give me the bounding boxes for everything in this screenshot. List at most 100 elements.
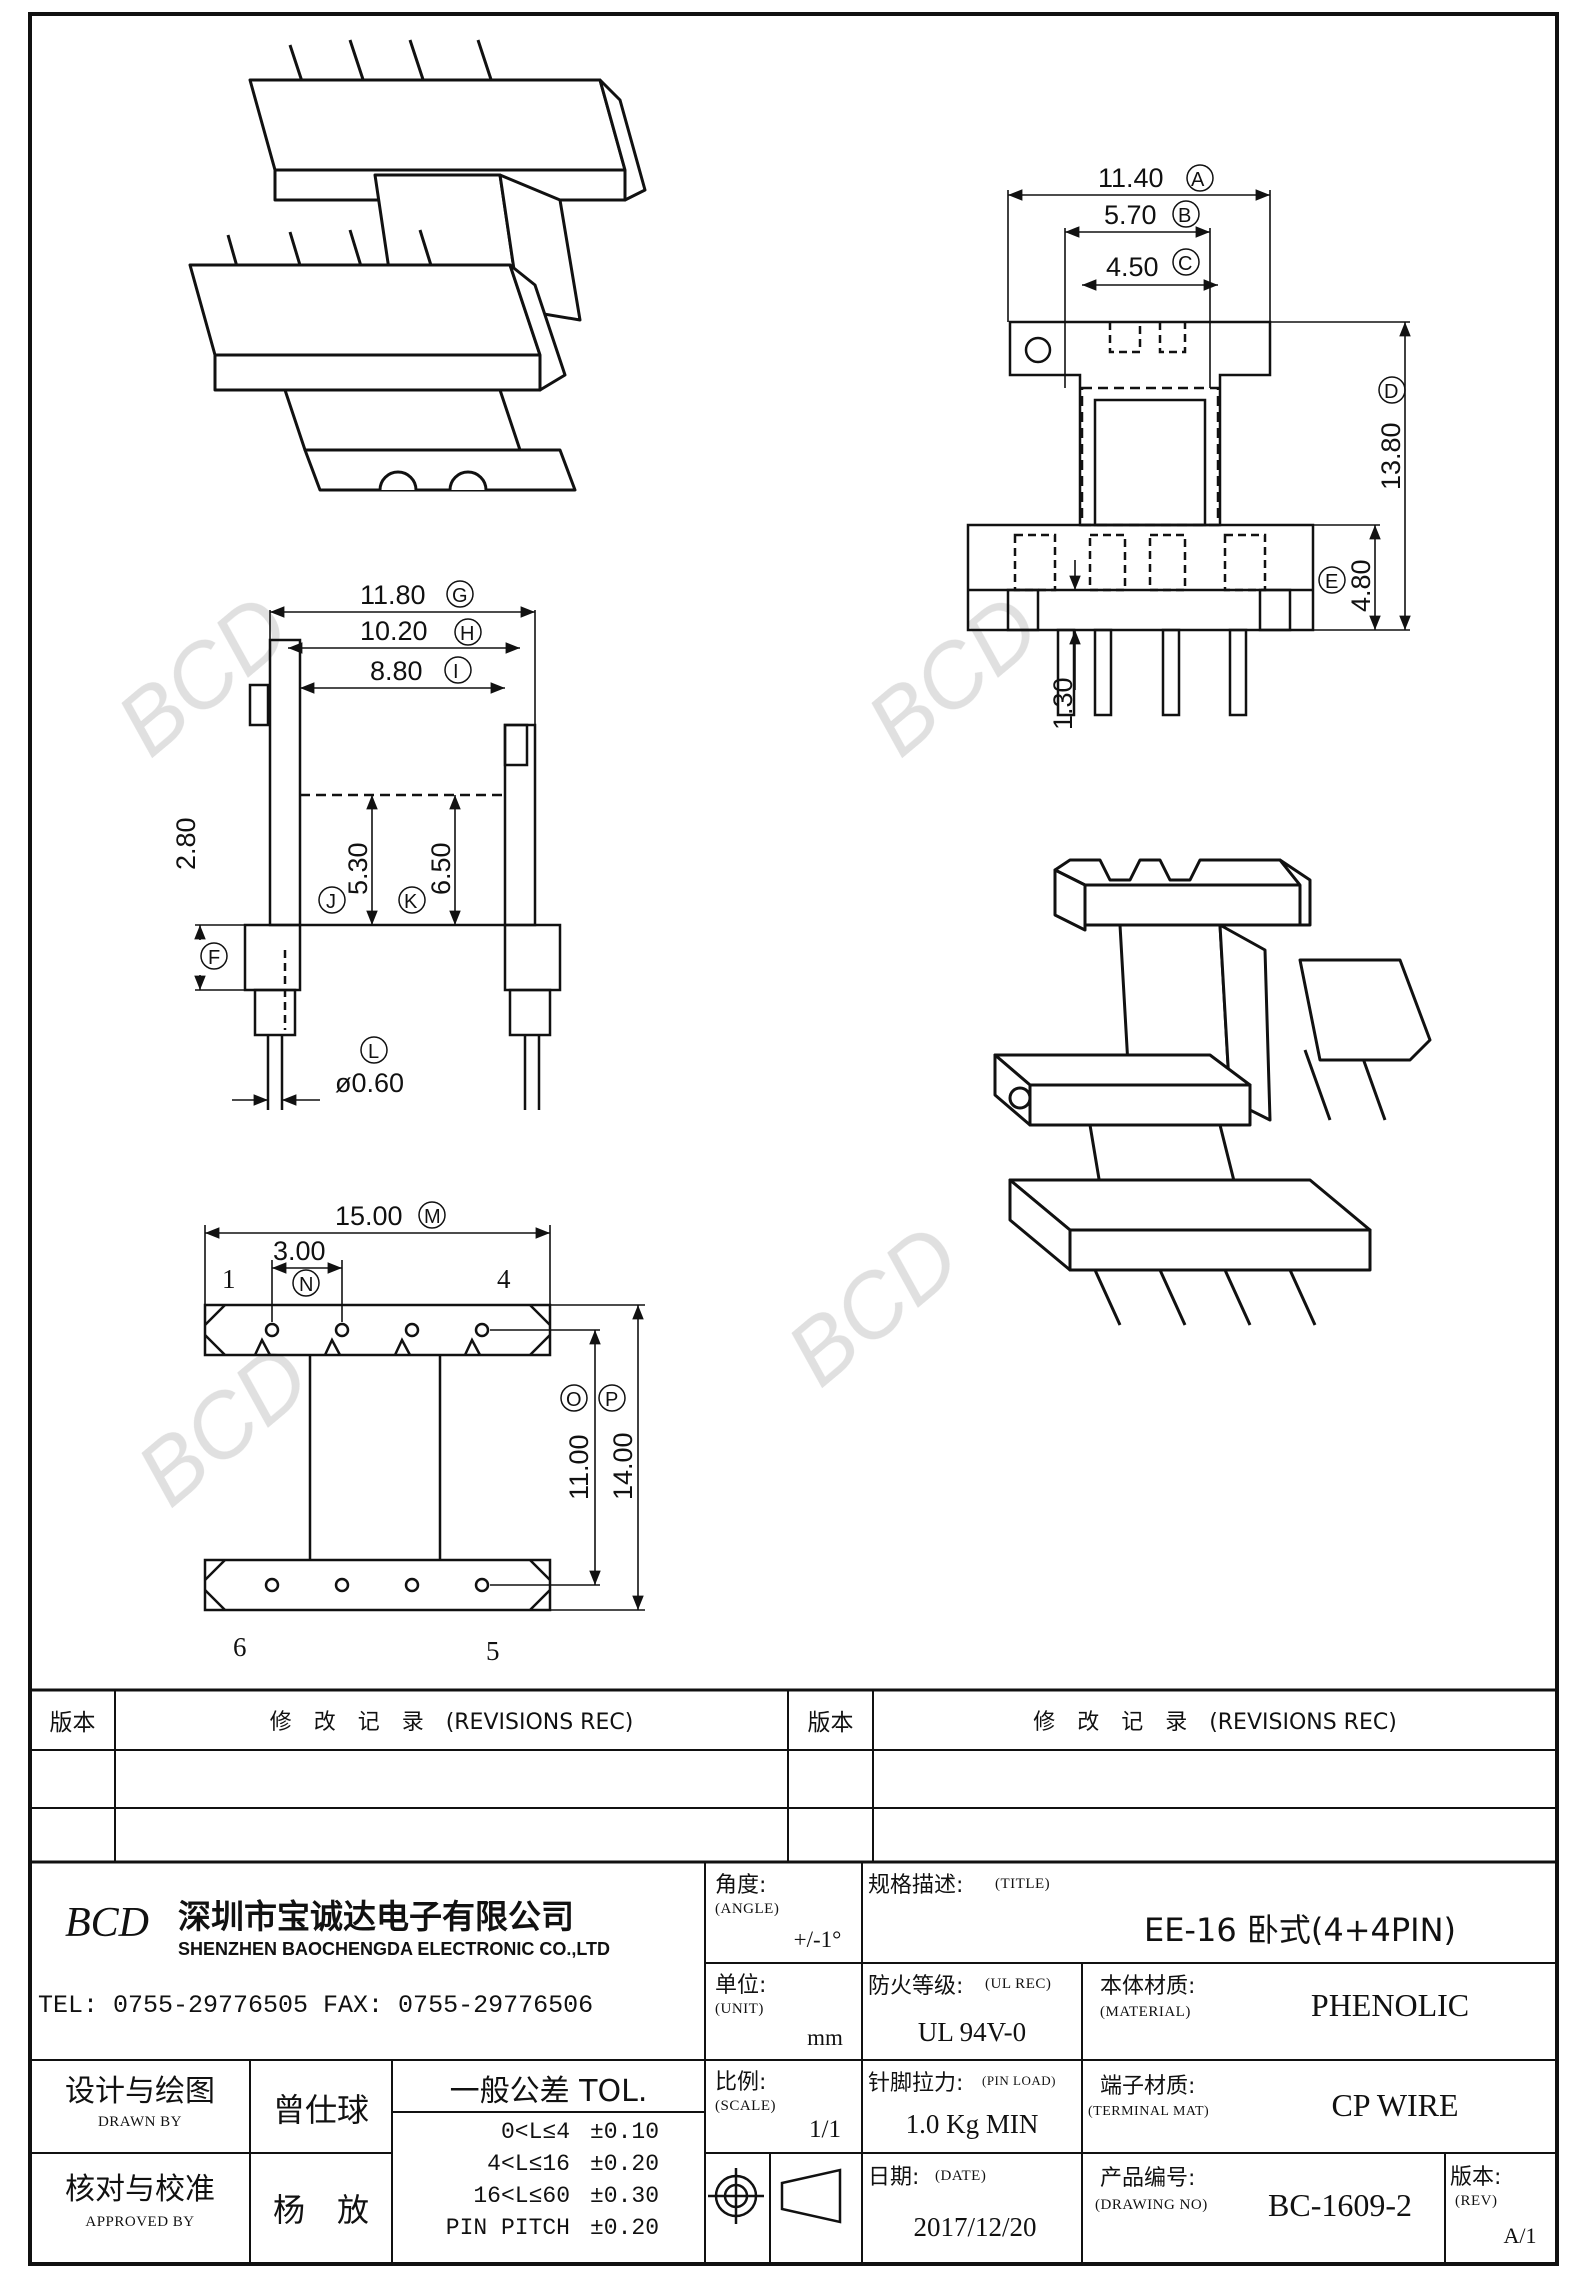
dim-i-value: 8.80	[370, 656, 423, 686]
dim-c-value: 4.50	[1106, 252, 1159, 282]
side-view-labels: 11.80 G 10.20 H 8.80 I 5.30 J 6.50 K 2.8…	[171, 580, 482, 1098]
scale-label: 比例:	[715, 2070, 767, 2095]
front-view	[966, 320, 1315, 717]
side-view	[243, 638, 562, 1110]
tolerance-range: 0<L≤4	[500, 2119, 570, 2145]
dim-h-marker: H	[460, 623, 474, 645]
dim-g-value: 11.80	[360, 580, 426, 610]
date-sub: (DATE)	[935, 2167, 987, 2184]
scale-value: 1/1	[809, 2115, 841, 2143]
tolerance-row: PIN PITCH ±0.20	[400, 2212, 700, 2244]
drawing-no-label: 产品编号:	[1100, 2166, 1196, 2191]
dim-l-value: ø0.60	[335, 1068, 404, 1098]
watermark-logo: BCD	[849, 577, 1059, 776]
company-contact: TEL: 0755-29776505 FAX: 0755-29776506	[38, 1990, 594, 2020]
title-sub: (TITLE)	[995, 1875, 1051, 1892]
approved-by-label: 核对与校准	[65, 2172, 215, 2207]
tolerance-range: PIN PITCH	[445, 2215, 570, 2241]
tolerance-value: ±0.30	[590, 2183, 660, 2209]
dim-o-marker: O	[566, 1389, 582, 1411]
watermark-logo: BCD	[119, 1327, 329, 1526]
side-view-dims	[194, 606, 536, 1106]
title-block-grid	[30, 1688, 1557, 2264]
drawn-by-value: 曾仕球	[272, 2090, 369, 2129]
drawing-no-value: BC-1609-2	[1268, 2186, 1412, 2223]
dim-m-value: 15.00	[335, 1201, 403, 1231]
material-value: PHENOLIC	[1310, 1986, 1470, 2023]
watermark-group: BCD BCD BCD BCD	[99, 577, 1059, 1526]
angle-sub: (ANGLE)	[715, 1900, 780, 1917]
unit-value: mm	[807, 2025, 843, 2050]
dim-k-value: 6.50	[426, 842, 456, 895]
dim-o-value: 11.00	[564, 1434, 594, 1500]
title-label: 规格描述:	[868, 1873, 964, 1898]
tolerance-label: 一般公差 TOL.	[449, 2073, 648, 2109]
drawn-by-label: 设计与绘图	[65, 2074, 215, 2109]
tolerance-row: 4<L≤16±0.20	[400, 2148, 700, 2180]
angle-value: +/-1°	[793, 1927, 842, 1952]
front-view-labels: 11.40 A 5.70 B 4.50 C 13.80 D E 4.80 1.3…	[1048, 163, 1406, 730]
dim-h-value: 10.20	[360, 616, 428, 646]
rev-label: 版本:	[1450, 2165, 1502, 2190]
dim-b-marker: B	[1178, 205, 1191, 227]
unit-sub: (UNIT)	[715, 2000, 764, 2017]
company-name-en: SHENZHEN BAOCHENGDA ELECTRONIC CO.,LTD	[178, 1938, 610, 1959]
approved-by-value: 杨 放	[272, 2190, 369, 2229]
dim-d-value: 13.80	[1376, 422, 1406, 490]
tolerance-value: ±0.10	[590, 2119, 660, 2145]
dim-n-marker: N	[299, 1274, 313, 1296]
title-value: EE-16 卧式(4+4PIN)	[1143, 1910, 1457, 1949]
ul-sub: (UL REC)	[985, 1975, 1052, 1992]
bottom-view-dims	[204, 1225, 645, 1611]
dim-g-marker: G	[452, 585, 468, 607]
date-value: 2017/12/20	[913, 2212, 1037, 2242]
dim-n-value: 3.00	[273, 1236, 326, 1266]
ul-label: 防火等级:	[868, 1974, 964, 1999]
pin-label-5: 5	[486, 1636, 500, 1666]
pin-label-4: 4	[497, 1264, 511, 1294]
dim-a-marker: A	[1191, 169, 1205, 191]
drawing-no-sub: (DRAWING NO)	[1095, 2196, 1208, 2213]
dim-j-marker: J	[326, 891, 336, 913]
dim-f-value: 2.80	[171, 817, 201, 870]
pin-load-label: 针脚拉力:	[868, 2071, 964, 2096]
tolerance-range: 16<L≤60	[473, 2183, 570, 2209]
scale-sub: (SCALE)	[715, 2097, 776, 2114]
angle-label: 角度:	[715, 1873, 767, 1898]
rev-sub: (REV)	[1455, 2192, 1498, 2209]
dim-j-value: 5.30	[343, 842, 373, 895]
dim-c-marker: C	[1178, 253, 1192, 275]
rev-header-version-left: 版本	[49, 1710, 96, 1736]
dim-a-value: 11.40	[1098, 163, 1164, 193]
date-label: 日期:	[868, 2165, 920, 2190]
pin-load-value: 1.0 Kg MIN	[905, 2109, 1039, 2139]
rev-header-record-left: 修 改 记 录 (REVISIONS REC)	[269, 1710, 634, 1735]
pin-load-sub: (PIN LOAD)	[982, 2073, 1056, 2088]
dim-e-marker: E	[1325, 571, 1338, 593]
front-view-dims	[1007, 189, 1411, 690]
dim-p-value: 14.00	[608, 1432, 638, 1500]
mounting-hole-icon	[1008, 1086, 1032, 1110]
dim-pin-length-value: 1.30	[1048, 677, 1078, 730]
ul-value: UL 94V-0	[917, 2017, 1027, 2047]
pin-label-1: 1	[222, 1264, 236, 1294]
drawn-by-sub: DRAWN BY	[97, 2113, 183, 2130]
dim-k-marker: K	[404, 891, 418, 913]
dim-p-marker: P	[605, 1389, 618, 1411]
tolerance-row: 16<L≤60 ±0.30	[400, 2180, 700, 2212]
isometric-view-top	[188, 39, 647, 492]
dim-l-marker: L	[368, 1041, 379, 1063]
isometric-view-bottom	[993, 858, 1432, 1326]
tolerance-value: ±0.20	[590, 2215, 660, 2241]
sheet-border	[28, 12, 1559, 2266]
dim-m-marker: M	[424, 1206, 441, 1228]
approved-by-sub: APPROVED BY	[85, 2213, 195, 2230]
rev-header-record-right: 修 改 记 录 (REVISIONS REC)	[1033, 1710, 1397, 1735]
company-logo: BCD	[65, 1899, 149, 1946]
dim-b-value: 5.70	[1104, 200, 1157, 230]
material-label: 本体材质:	[1100, 1974, 1196, 1999]
material-sub: (MATERIAL)	[1100, 2003, 1191, 2020]
unit-label: 单位:	[715, 1973, 767, 1998]
company-name-cn: 深圳市宝诚达电子有限公司	[178, 1897, 574, 1936]
